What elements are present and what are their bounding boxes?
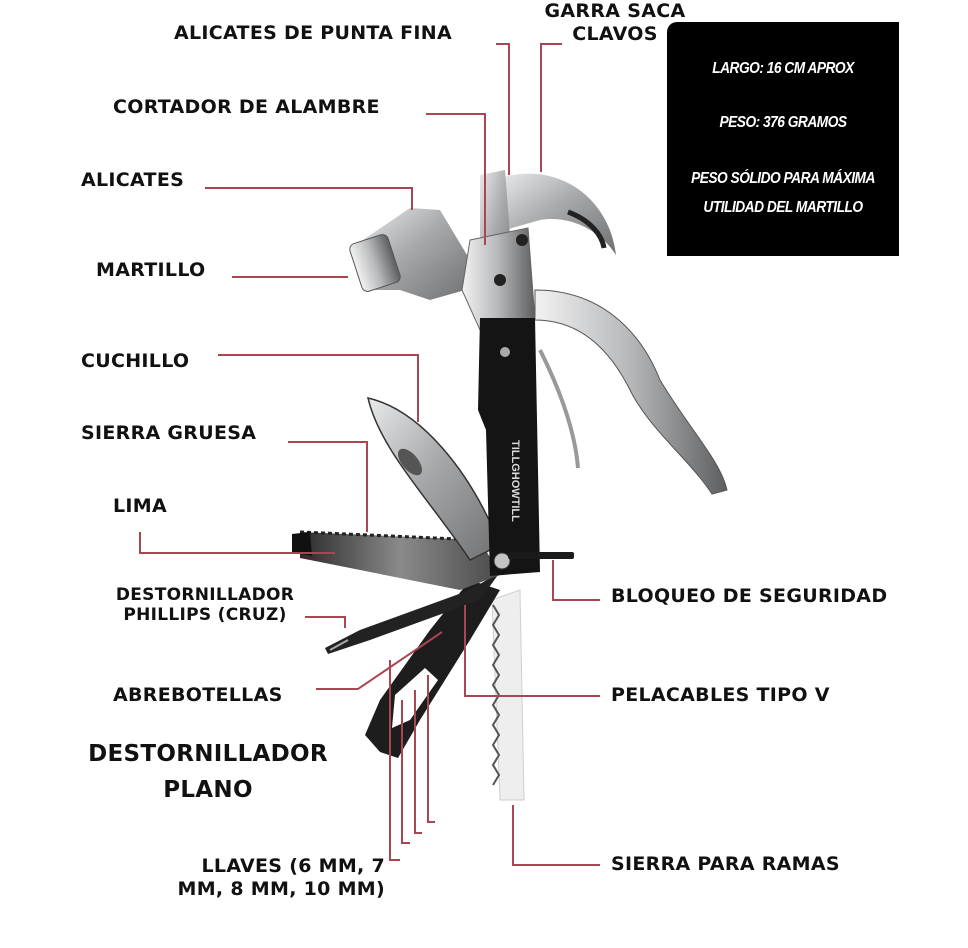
leader-lima [139, 532, 335, 554]
spec-note-line1: PESO SÓLIDO PARA MÁXIMA [691, 170, 875, 187]
phillips-screwdriver [325, 572, 500, 654]
pliers-handle [534, 289, 728, 495]
label-garra-line1: GARRA SACA [544, 0, 686, 22]
label-llaves-line1: LLAVES (6 MM, 7 [201, 855, 385, 877]
label-alicates: ALICATES [81, 169, 185, 191]
label-sierra-gruesa: SIERRA GRUESA [81, 422, 257, 444]
safety-lock [493, 552, 574, 570]
leader-bloqueo [552, 560, 600, 601]
leader-sierra-gruesa [288, 441, 368, 532]
leader-llaves-4 [427, 675, 435, 823]
leader-phillips [305, 616, 346, 628]
leader-garra-saca-clavos [540, 43, 562, 172]
leader-llaves-2 [401, 700, 410, 844]
leader-abrebotellas [316, 631, 443, 690]
label-plano-line1: DESTORNILLADOR [88, 741, 328, 767]
leader-cortador-alambre [426, 113, 486, 245]
label-abrebotellas: ABREBOTELLAS [113, 684, 283, 706]
coarse-saw-file [292, 530, 500, 590]
label-sierra-ramas: SIERRA PARA RAMAS [611, 853, 840, 875]
label-alicates-punta-fina: ALICATES DE PUNTA FINA [174, 22, 452, 44]
leader-llaves-1 [389, 660, 400, 861]
leader-pelacables [464, 605, 600, 697]
spec-box: LARGO: 16 CM APROX PESO: 376 GRAMOS PESO… [667, 22, 899, 256]
spec-length: LARGO: 16 CM APROX [712, 60, 854, 77]
knife-blade [366, 396, 501, 561]
label-cortador-alambre: CORTADOR DE ALAMBRE [113, 96, 380, 118]
spec-note-line2: UTILIDAD DEL MARTILLO [703, 199, 863, 216]
black-handle: TILLGHOWTILL [478, 318, 540, 576]
label-bloqueo-seguridad: BLOQUEO DE SEGURIDAD [611, 585, 888, 607]
leader-alicates-punta-fina [496, 43, 510, 175]
leader-sierra-ramas [512, 805, 600, 866]
leader-cuchillo [218, 354, 419, 422]
label-garra-line2: CLAVOS [572, 22, 658, 45]
label-destornillador-phillips: DESTORNILLADOR PHILLIPS (CRUZ) [100, 585, 310, 626]
brand-engraving: TILLGHOWTILL [509, 440, 521, 522]
label-llaves: LLAVES (6 MM, 7 MM, 8 MM, 10 MM) [140, 855, 385, 901]
label-destornillador-plano: DESTORNILLADOR PLANO [80, 737, 336, 808]
label-martillo: MARTILLO [96, 259, 206, 281]
label-garra-saca-clavos: GARRA SACA CLAVOS [540, 0, 690, 46]
leader-llaves-3 [414, 690, 422, 834]
spec-weight: PESO: 376 GRAMOS [719, 114, 847, 131]
label-cuchillo: CUCHILLO [81, 350, 190, 372]
label-lima: LIMA [113, 495, 167, 517]
label-pelacables: PELACABLES TIPO V [611, 684, 830, 706]
label-phillips-line2: PHILLIPS (CRUZ) [123, 605, 287, 626]
label-llaves-line2: MM, 8 MM, 10 MM) [177, 877, 385, 900]
label-phillips-line1: DESTORNILLADOR [115, 585, 295, 605]
leader-alicates [205, 187, 413, 210]
label-plano-line2: PLANO [163, 776, 253, 803]
